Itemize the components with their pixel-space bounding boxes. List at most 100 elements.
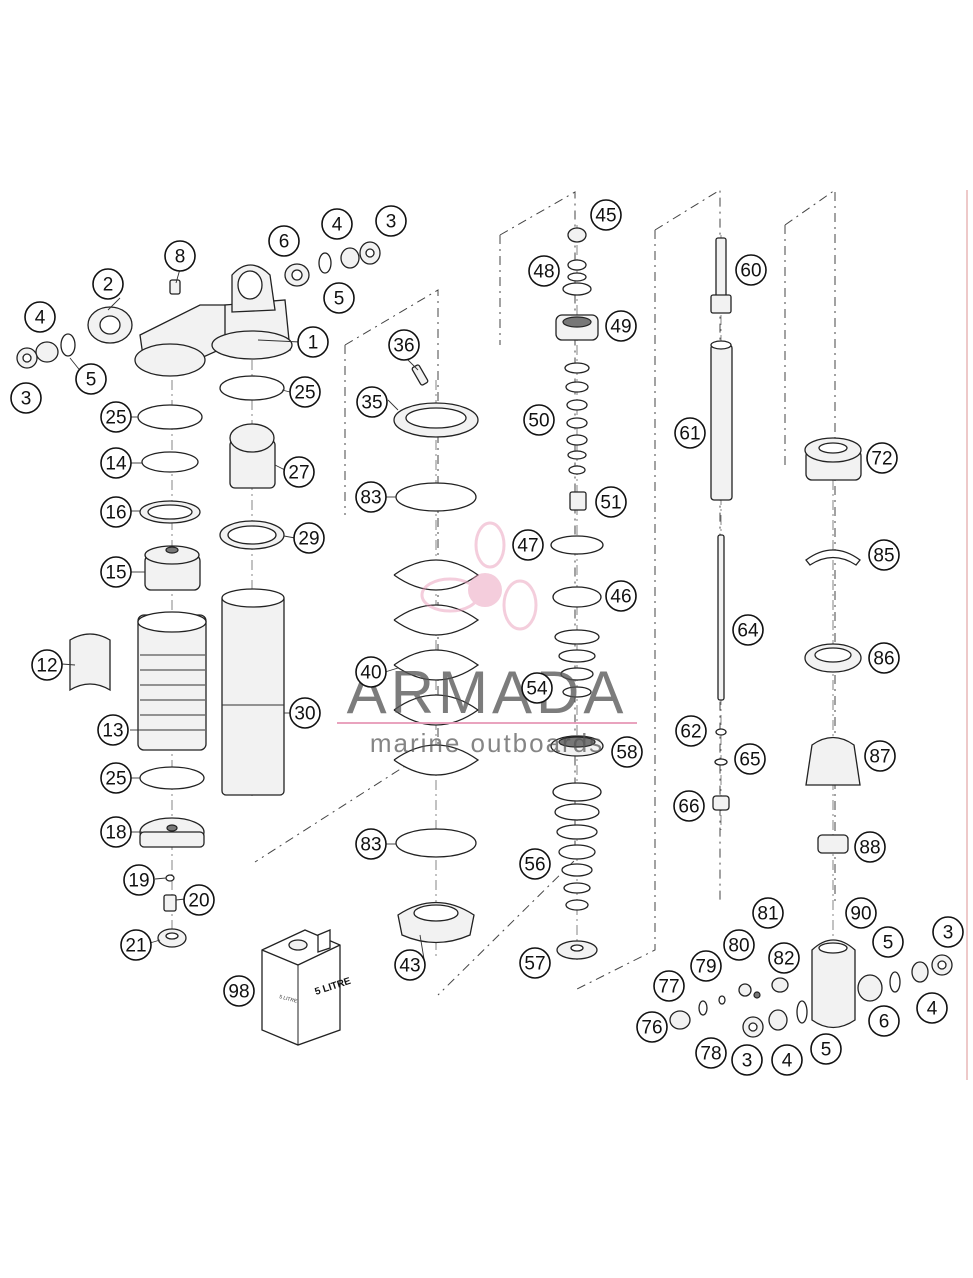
callout-5: 5 <box>810 1033 842 1065</box>
callout-number: 61 <box>679 424 700 445</box>
callout-number: 72 <box>871 449 892 470</box>
callout-90: 90 <box>845 897 877 929</box>
callout-number: 85 <box>873 546 894 567</box>
callout-number: 60 <box>740 261 761 282</box>
callout-number: 50 <box>528 411 549 432</box>
callout-number: 3 <box>386 212 397 233</box>
callout-number: 46 <box>610 587 631 608</box>
callout-60: 60 <box>735 254 767 286</box>
callout-15: 15 <box>100 556 132 588</box>
callout-number: 64 <box>737 621 759 642</box>
callout-86: 86 <box>868 642 900 674</box>
callout-number: 47 <box>517 536 538 557</box>
can-label-small: 5 LITRE <box>278 994 298 1005</box>
callout-4: 4 <box>24 301 56 333</box>
callout-number: 3 <box>21 389 32 410</box>
callout-76: 76 <box>636 1011 668 1043</box>
callout-number: 16 <box>105 503 126 524</box>
seal-rings-left <box>137 404 203 524</box>
callout-number: 86 <box>873 649 894 670</box>
callout-81: 81 <box>752 897 784 929</box>
callout-58: 58 <box>611 736 643 768</box>
callout-number: 57 <box>524 954 545 975</box>
callout-27: 27 <box>283 456 315 488</box>
callout-number: 5 <box>821 1040 832 1061</box>
callout-number: 4 <box>927 999 938 1020</box>
callout-number: 36 <box>393 336 414 357</box>
callout-47: 47 <box>512 529 544 561</box>
callout-3: 3 <box>731 1044 763 1076</box>
callout-51: 51 <box>595 486 627 518</box>
callout-85: 85 <box>868 539 900 571</box>
reservoir-parts <box>219 375 285 796</box>
callout-number: 25 <box>294 383 315 404</box>
screw-8 <box>169 279 181 295</box>
callout-61: 61 <box>674 417 706 449</box>
callout-56: 56 <box>519 848 551 880</box>
callout-number: 51 <box>600 493 621 514</box>
lower-parts-left <box>139 766 205 948</box>
callout-number: 43 <box>399 956 420 977</box>
valve-stack <box>550 227 604 960</box>
callout-80: 80 <box>723 929 755 961</box>
callout-5: 5 <box>75 363 107 395</box>
callout-65: 65 <box>734 743 766 775</box>
callout-36: 36 <box>388 329 420 361</box>
callout-number: 56 <box>524 855 545 876</box>
propeller-logo <box>420 521 538 631</box>
callout-79: 79 <box>690 950 722 982</box>
callout-25: 25 <box>100 762 132 794</box>
callout-5: 5 <box>872 926 904 958</box>
callout-4: 4 <box>916 992 948 1024</box>
callout-35: 35 <box>356 386 388 418</box>
callout-40: 40 <box>355 656 387 688</box>
top-mount-column <box>804 437 862 1029</box>
callout-number: 79 <box>695 957 716 978</box>
callout-number: 76 <box>641 1018 662 1039</box>
piston-rod <box>710 237 733 811</box>
callout-number: 8 <box>175 247 186 268</box>
callout-number: 25 <box>105 408 126 429</box>
callout-8: 8 <box>164 240 196 272</box>
callout-number: 78 <box>700 1044 721 1065</box>
callout-83: 83 <box>355 481 387 513</box>
callout-number: 35 <box>361 393 382 414</box>
callout-number: 83 <box>360 835 381 856</box>
callout-number: 49 <box>610 317 631 338</box>
callout-number: 48 <box>533 262 554 283</box>
callout-number: 54 <box>526 679 548 700</box>
callout-4: 4 <box>321 208 353 240</box>
callout-number: 20 <box>188 891 209 912</box>
callout-78: 78 <box>695 1037 727 1069</box>
callout-number: 19 <box>128 871 149 892</box>
callout-number: 66 <box>678 797 699 818</box>
callout-49: 49 <box>605 310 637 342</box>
callout-1: 1 <box>297 326 329 358</box>
callout-number: 5 <box>883 933 894 954</box>
callout-6: 6 <box>268 225 300 257</box>
callout-19: 19 <box>123 864 155 896</box>
callout-54: 54 <box>521 672 553 704</box>
callout-number: 4 <box>35 308 46 329</box>
callout-16: 16 <box>100 496 132 528</box>
callout-number: 5 <box>334 289 345 310</box>
callout-25: 25 <box>100 401 132 433</box>
callout-number: 98 <box>228 982 249 1003</box>
callout-number: 58 <box>616 743 637 764</box>
callout-number: 81 <box>757 904 778 925</box>
callout-77: 77 <box>653 970 685 1002</box>
callout-45: 45 <box>590 199 622 231</box>
callout-number: 40 <box>360 663 381 684</box>
callout-number: 13 <box>102 721 123 742</box>
callout-43: 43 <box>394 949 426 981</box>
callout-number: 5 <box>86 370 97 391</box>
callout-14: 14 <box>100 447 132 479</box>
callout-number: 1 <box>308 333 319 354</box>
watermark-brand: ARMADA <box>347 659 628 726</box>
callout-number: 14 <box>105 454 127 475</box>
callout-30: 30 <box>289 697 321 729</box>
callout-2: 2 <box>92 268 124 300</box>
callout-98: 98 <box>223 975 255 1007</box>
callout-72: 72 <box>866 442 898 474</box>
